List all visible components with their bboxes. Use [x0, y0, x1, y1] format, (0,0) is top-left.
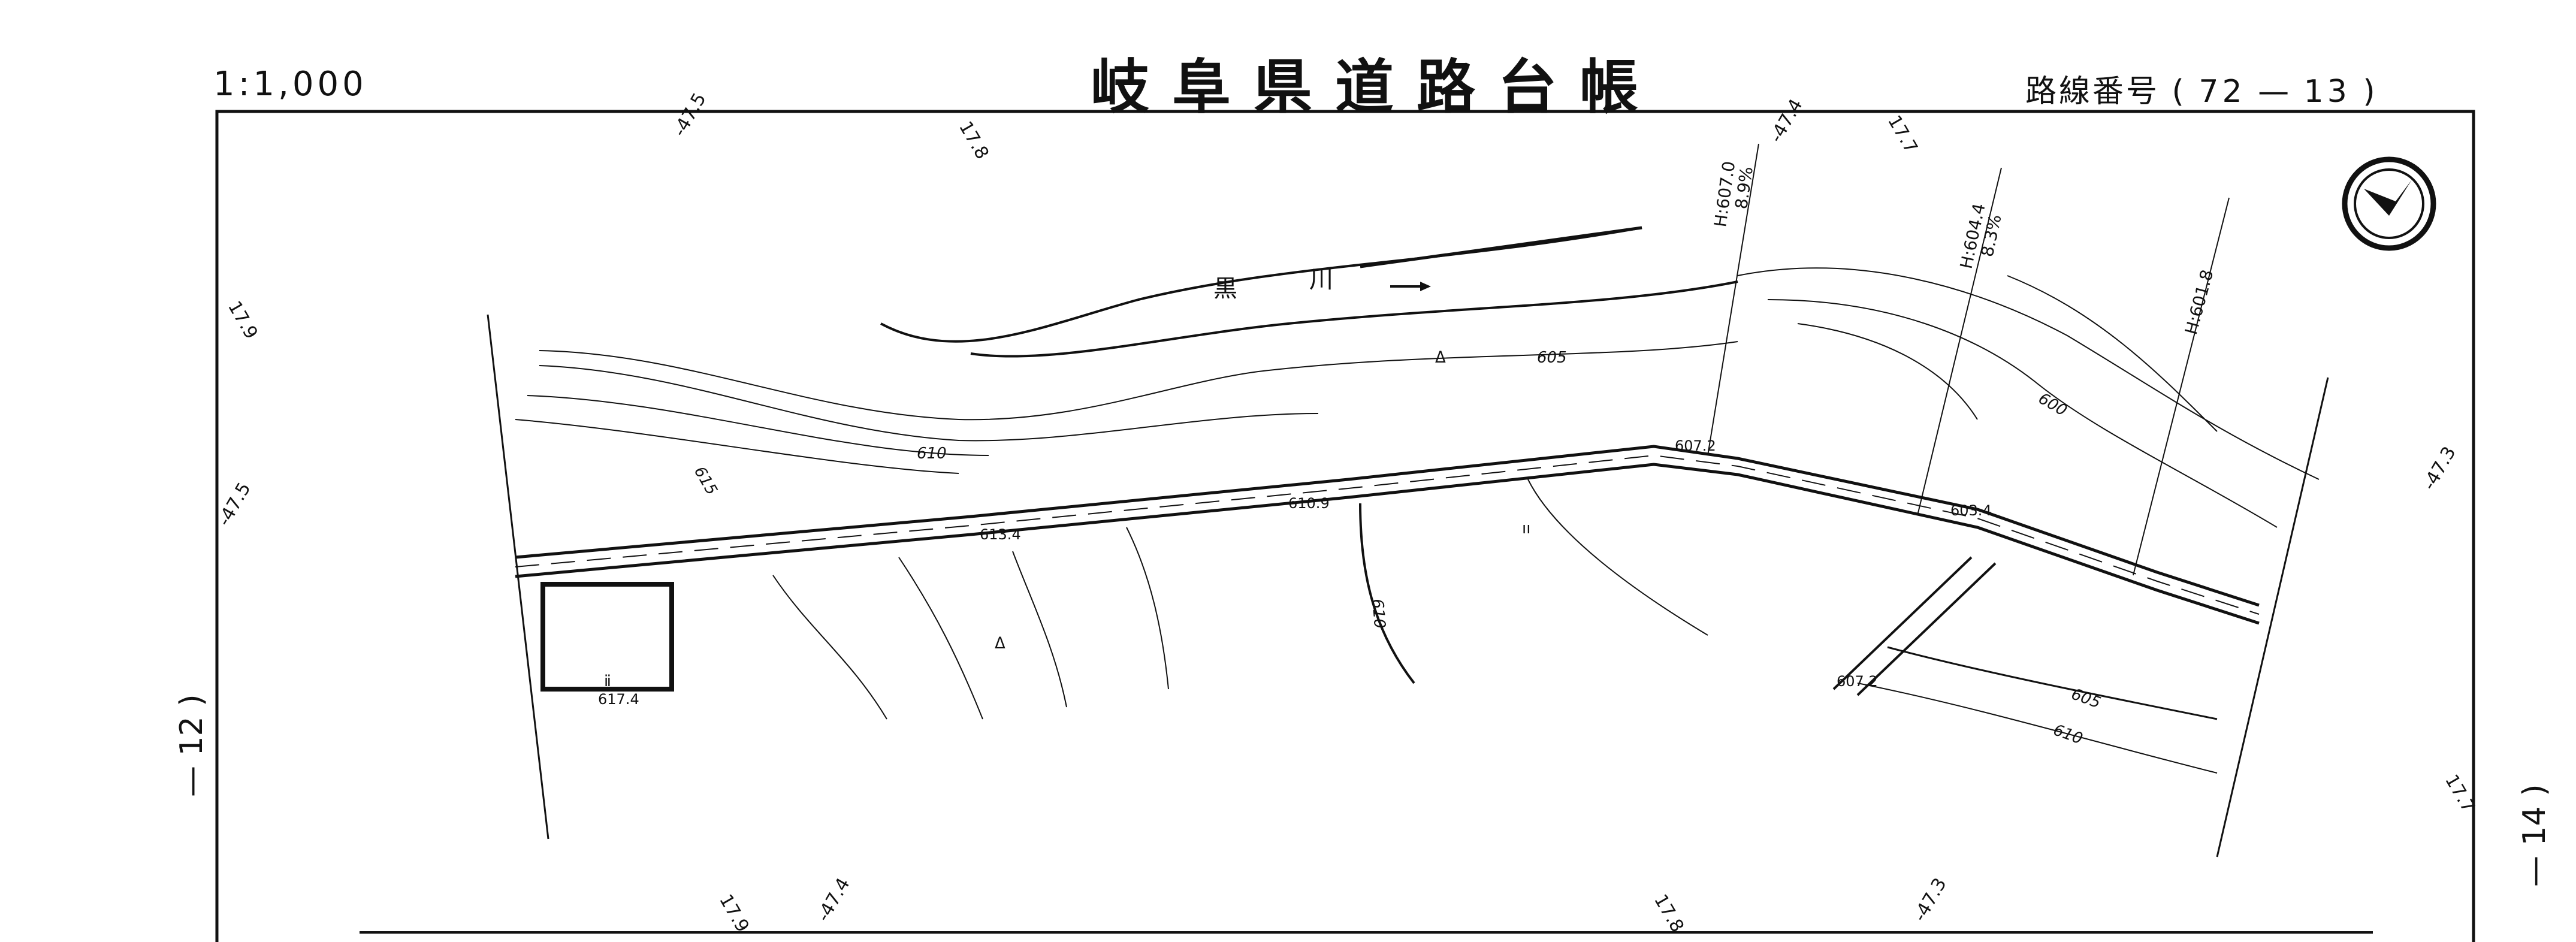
arrow-right-icon [1390, 282, 1431, 291]
contour-label: 610 [1368, 598, 1388, 629]
spot-height: 610.9 [1288, 495, 1330, 512]
north-arrow-icon [2342, 156, 2436, 251]
spot-height: 603.4 [1950, 502, 1992, 519]
building-lot [540, 582, 674, 692]
route-number: 72 [2198, 74, 2246, 110]
grid-label: -47.5 [214, 479, 255, 530]
river-name: 川 [1309, 266, 1333, 294]
route-paren-close: ) [2363, 74, 2378, 110]
grid-label: 17.9 [715, 891, 753, 936]
grid-label: -47.3 [1910, 874, 1951, 925]
map-scale: 1:1,000 [213, 65, 367, 104]
contour-label: 605 [1537, 349, 1567, 367]
orchard-symbol: ᐃ [1435, 349, 1446, 367]
wasteland-symbol: ıı [1522, 520, 1530, 538]
route-sheet-number: 13 [2303, 74, 2351, 110]
field-symbol: ⅱ [604, 672, 611, 690]
map-frame [215, 110, 2475, 942]
contour-label: 600 [2036, 390, 2070, 420]
grid-label: -47.5 [669, 89, 711, 140]
spot-height: 617.4 [598, 691, 639, 708]
contour-lines-south [772, 479, 2218, 774]
spot-height: 607.2 [1675, 437, 1716, 454]
contour-label: 615 [690, 464, 721, 499]
contour-label: 610 [917, 445, 947, 463]
grid-label: 17.9 [224, 298, 262, 343]
river-name: 黒 [1213, 275, 1237, 303]
grid-label: 17.8 [955, 118, 993, 163]
profile-lines [1707, 143, 2230, 576]
route-paren-open: ( [2172, 74, 2187, 110]
contour-lines-north [515, 267, 2320, 528]
contour-label: 610 [2051, 721, 2085, 748]
spot-height: 613.4 [980, 526, 1021, 543]
grid-label: -47.4 [813, 874, 854, 925]
grid-label: -47.4 [1766, 95, 1807, 146]
river-kurokawa [880, 226, 1738, 358]
route-number-label: 路線番号 [2025, 74, 2160, 110]
route-number-block: 路線番号 ( 72 — 13 ) [2025, 66, 2378, 111]
contour-label: 605 [2069, 685, 2103, 712]
grid-label: -47.3 [2419, 443, 2460, 494]
grid-label: 17.7 [1883, 112, 1922, 157]
spot-height: 607.2 [1837, 673, 1878, 690]
route-dash: — [2258, 74, 2292, 110]
grid-label: 17.8 [1650, 891, 1688, 936]
paddy-symbol: ᐃ [995, 635, 1005, 653]
road-centerline [515, 445, 2260, 625]
spot-height-label: H:601.8 [2181, 267, 2218, 336]
branch-road [1832, 556, 1997, 696]
